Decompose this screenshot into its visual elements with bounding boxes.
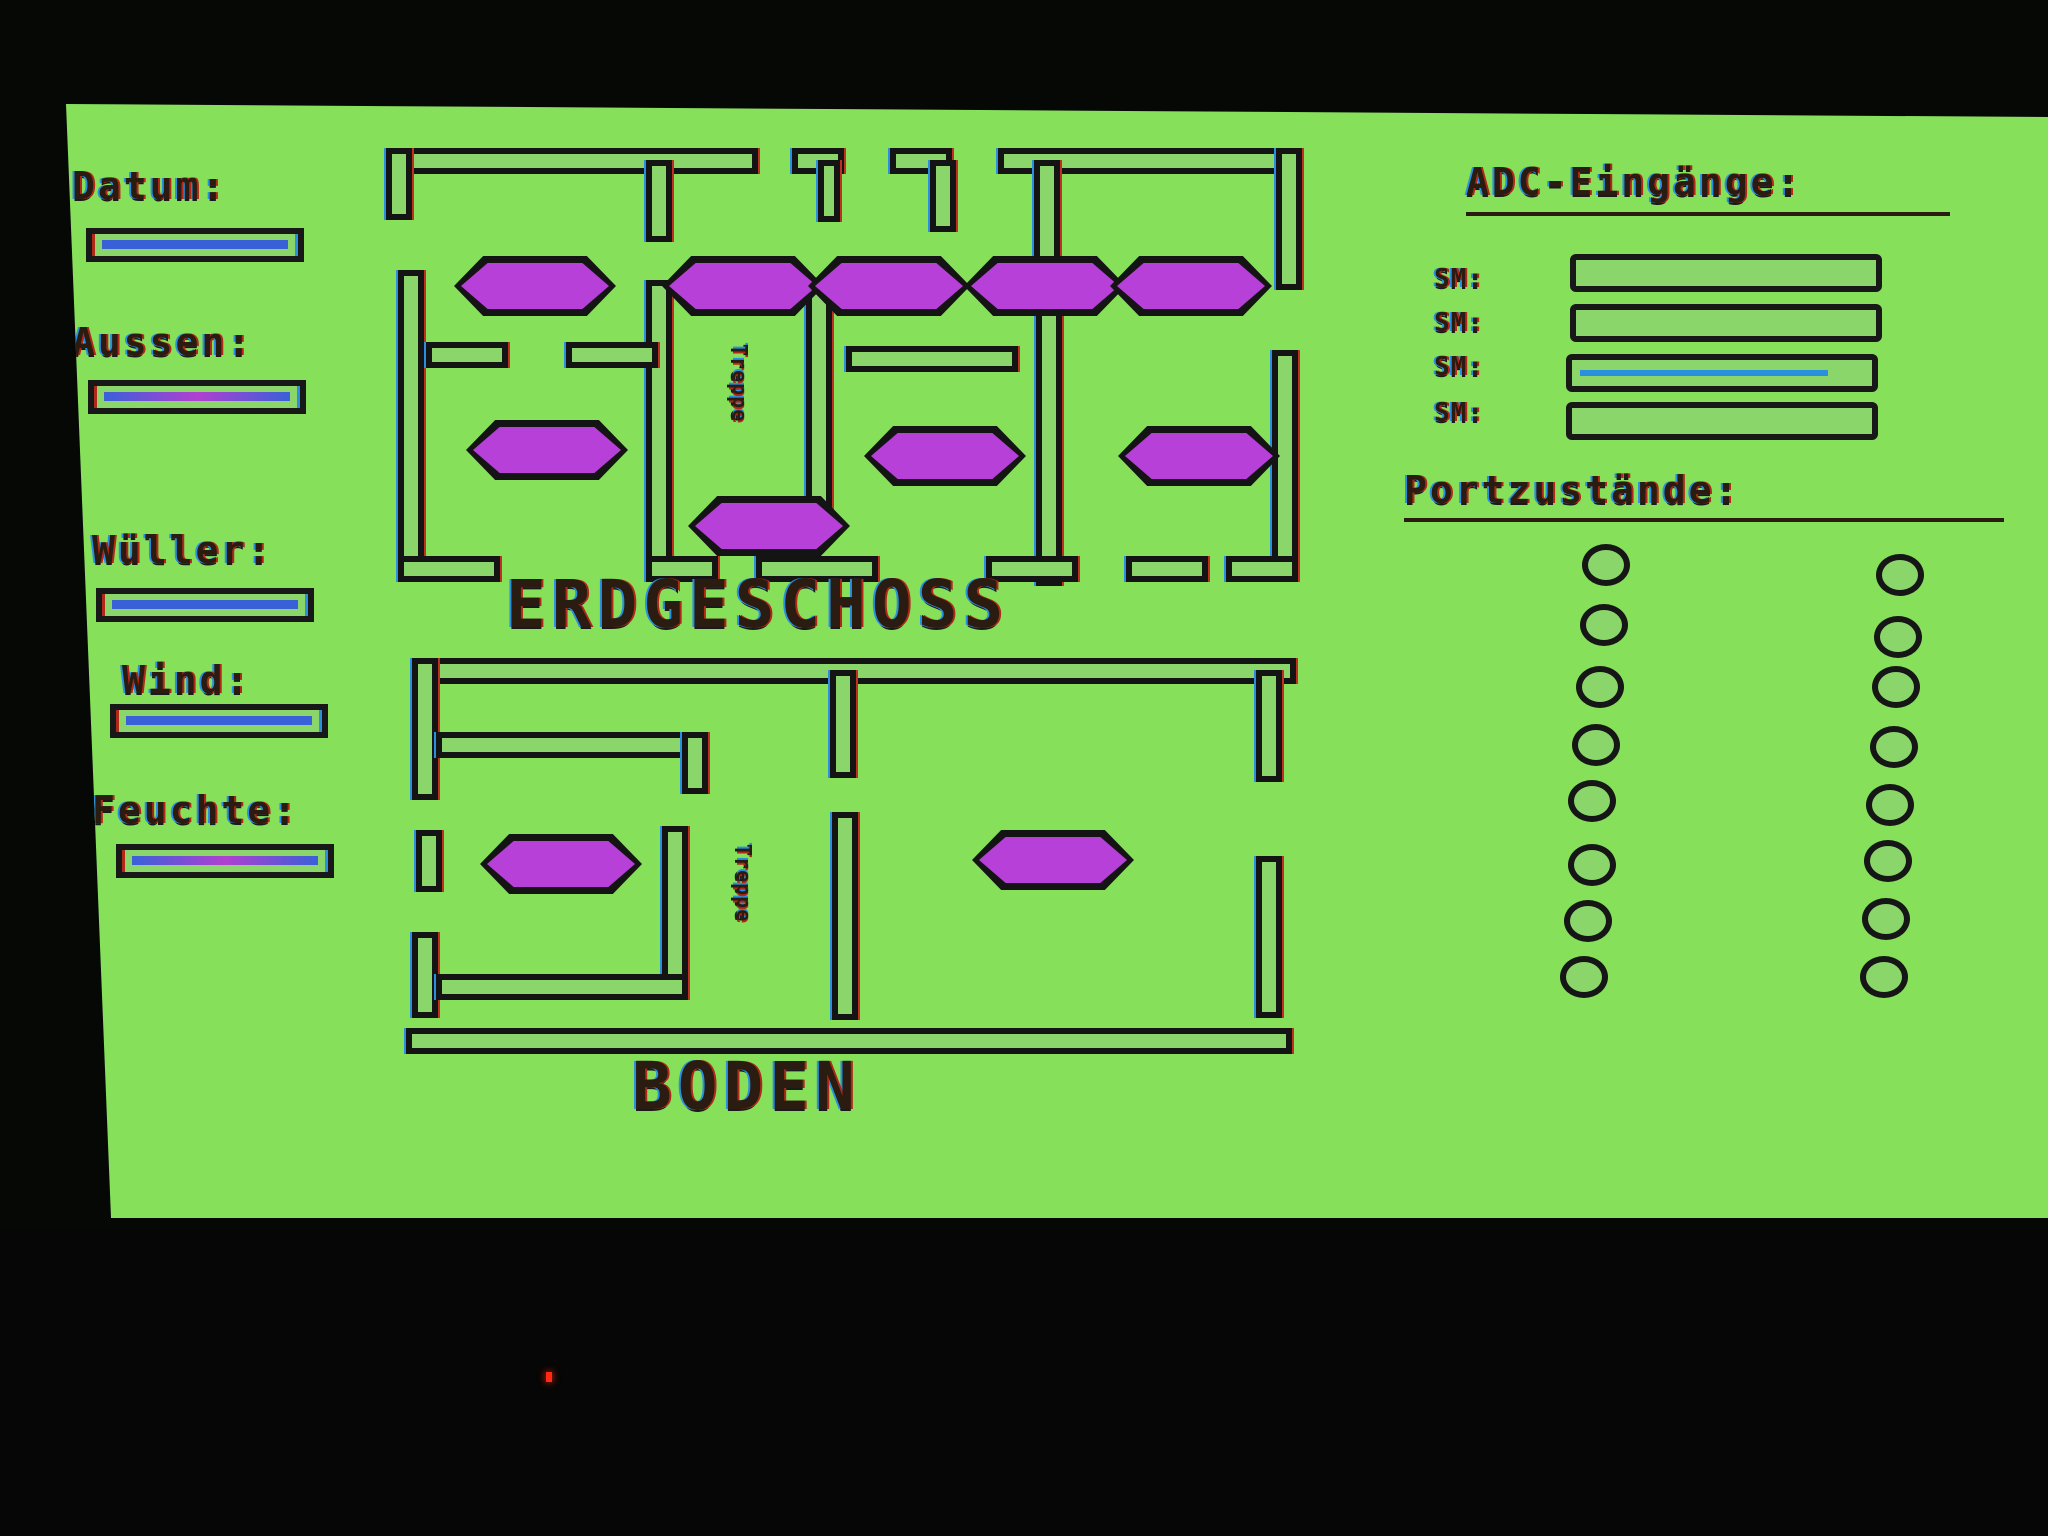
wind-field[interactable] [110,704,328,738]
wall [1276,148,1302,290]
datum-field[interactable] [86,228,304,262]
port-indicator[interactable] [1576,666,1624,708]
port-indicator[interactable] [1864,840,1912,882]
wall [398,270,424,582]
port-indicator[interactable] [1560,956,1608,998]
adc-title: ADC-Eingänge: [1466,160,1803,204]
wall [1126,556,1208,582]
aussen-label: Aussen: [72,320,254,364]
lamp-icon[interactable] [1110,256,1272,316]
wall [756,556,878,582]
adc-bar [1570,304,1882,342]
port-indicator[interactable] [1582,544,1630,586]
port-indicator[interactable] [1568,844,1616,886]
port-indicator[interactable] [1866,784,1914,826]
wall [436,732,708,758]
wall [416,830,442,892]
wall [566,342,658,368]
wall [398,556,500,582]
stair-label-lower: Treppe [732,844,756,923]
wall [1256,670,1282,782]
lamp-icon[interactable] [808,256,970,316]
port-indicator[interactable] [1872,666,1920,708]
wueller-field[interactable] [96,588,314,622]
lamp-icon[interactable] [1118,426,1280,486]
lamp-icon[interactable] [662,256,824,316]
lamp-icon[interactable] [972,830,1134,890]
wall [1036,304,1062,586]
lamp-icon[interactable] [864,426,1026,486]
wall [412,658,438,800]
adc-channel-label: SM: [1434,308,1484,338]
lower-floor-title: BODEN [632,1048,861,1125]
ports-title: Portzustände: [1404,468,1741,512]
wall [1034,160,1060,262]
wall [1256,856,1282,1018]
port-indicator[interactable] [1572,724,1620,766]
wall [832,812,858,1020]
wall [646,556,718,582]
wall [1272,350,1298,582]
lamp-icon[interactable] [466,420,628,480]
wind-label: Wind: [122,658,252,702]
adc-channel-label: SM: [1434,264,1484,294]
wall [1226,556,1298,582]
lamp-icon[interactable] [480,834,642,894]
wall [406,1028,1292,1054]
aussen-field[interactable] [88,380,306,414]
adc-channel-label: SM: [1434,398,1484,428]
wall [818,160,840,222]
adc-bar [1566,354,1878,392]
adc-bar [1566,402,1878,440]
wall [386,148,412,220]
adc-level-fill [1580,370,1828,376]
port-indicator[interactable] [1862,898,1910,940]
wall [646,160,672,242]
feuchte-field[interactable] [116,844,334,878]
wueller-label: Wüller: [92,528,274,572]
power-led-icon [546,1372,552,1382]
crt-screen: Datum: Aussen: Wüller: Wind: Feuchte: Tr… [66,104,2048,1218]
port-indicator[interactable] [1876,554,1924,596]
adc-bar [1570,254,1882,292]
port-indicator[interactable] [1874,616,1922,658]
adc-title-underline [1466,212,1950,216]
port-indicator[interactable] [1860,956,1908,998]
port-indicator[interactable] [1568,780,1616,822]
wall [426,342,508,368]
lamp-icon[interactable] [454,256,616,316]
wall [412,932,438,1018]
wall [986,556,1078,582]
ports-title-underline [1404,518,2004,522]
wall [646,280,672,582]
port-indicator[interactable] [1870,726,1918,768]
lamp-icon[interactable] [688,496,850,556]
lamp-icon[interactable] [964,256,1126,316]
wall [830,670,856,778]
wall [806,288,832,520]
datum-label: Datum: [72,164,228,208]
port-indicator[interactable] [1580,604,1628,646]
wall [930,160,956,232]
wall [846,346,1018,372]
monitor-bezel [0,1230,2048,1536]
stair-label-upper: Treppe [728,344,752,423]
wall [436,974,688,1000]
feuchte-label: Feuchte: [92,788,300,832]
wall [662,826,688,998]
wall [682,732,708,794]
adc-channel-label: SM: [1434,352,1484,382]
port-indicator[interactable] [1564,900,1612,942]
wall [386,148,758,174]
upper-floor-title: ERDGESCHOSS [506,566,1010,643]
